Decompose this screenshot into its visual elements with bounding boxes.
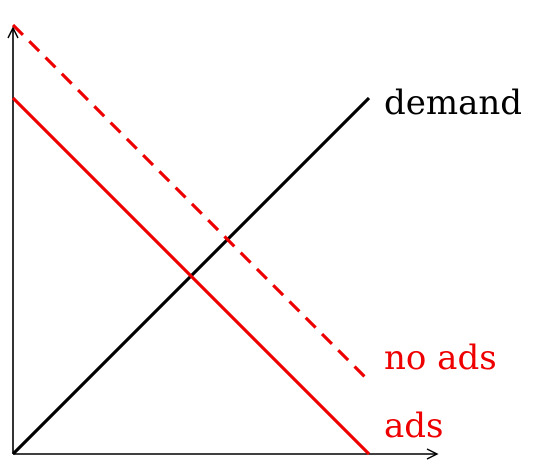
ads-line — [11, 96, 371, 456]
x-axis-arrowhead — [426, 448, 439, 460]
y-axis-arrowhead — [7, 26, 19, 39]
ads-label: ads — [384, 406, 443, 446]
demand-label: demand — [384, 83, 522, 123]
no-ads-label: no ads — [384, 338, 497, 378]
no-ads-line — [11, 23, 371, 383]
